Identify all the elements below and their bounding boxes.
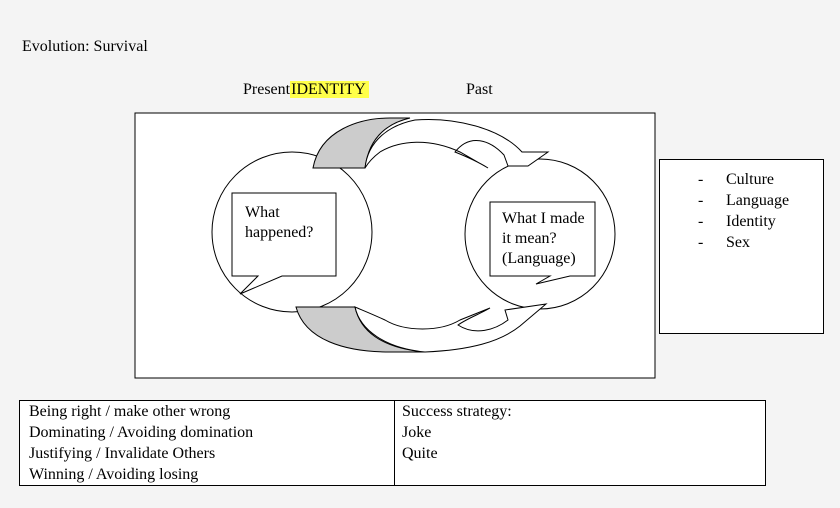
table-left-cell: Dominating / Avoiding domination	[29, 424, 254, 441]
table-column-divider	[394, 401, 395, 485]
side-list-box: -Culture -Language -Identity -Sex	[659, 159, 824, 334]
table-right-cell: Quite	[402, 445, 438, 462]
left-callout-line: What	[245, 204, 280, 221]
past-label: Past	[466, 81, 493, 98]
bottom-loop-arrow-head	[354, 303, 548, 353]
right-callout-line: (Language)	[502, 250, 576, 267]
right-callout-text: What I made it mean? (Language)	[502, 209, 585, 269]
top-loop-arrow-head	[364, 119, 550, 169]
right-callout-line: What I made	[502, 210, 585, 227]
table-left-cell: Being right / make other wrong	[29, 403, 231, 420]
table-left-cell: Winning / Avoiding losing	[29, 466, 199, 483]
left-callout-line: happened?	[245, 224, 314, 241]
left-callout-text: What happened?	[245, 203, 313, 243]
right-callout-line: it mean?	[502, 230, 557, 247]
page-title: Evolution: Survival	[22, 38, 148, 55]
present-text: Present	[243, 81, 291, 98]
table-right-cell: Joke	[402, 424, 432, 441]
left-callout-box	[231, 192, 337, 295]
strategy-table: Being right / make other wrong Dominatin…	[19, 400, 766, 486]
right-callout-box	[489, 201, 596, 285]
table-right-cell: Success strategy:	[402, 403, 512, 420]
present-label: PresentIDENTITY	[243, 80, 369, 100]
table-left-cell: Justifying / Invalidate Others	[29, 445, 216, 462]
identity-highlight: IDENTITY	[290, 81, 369, 98]
